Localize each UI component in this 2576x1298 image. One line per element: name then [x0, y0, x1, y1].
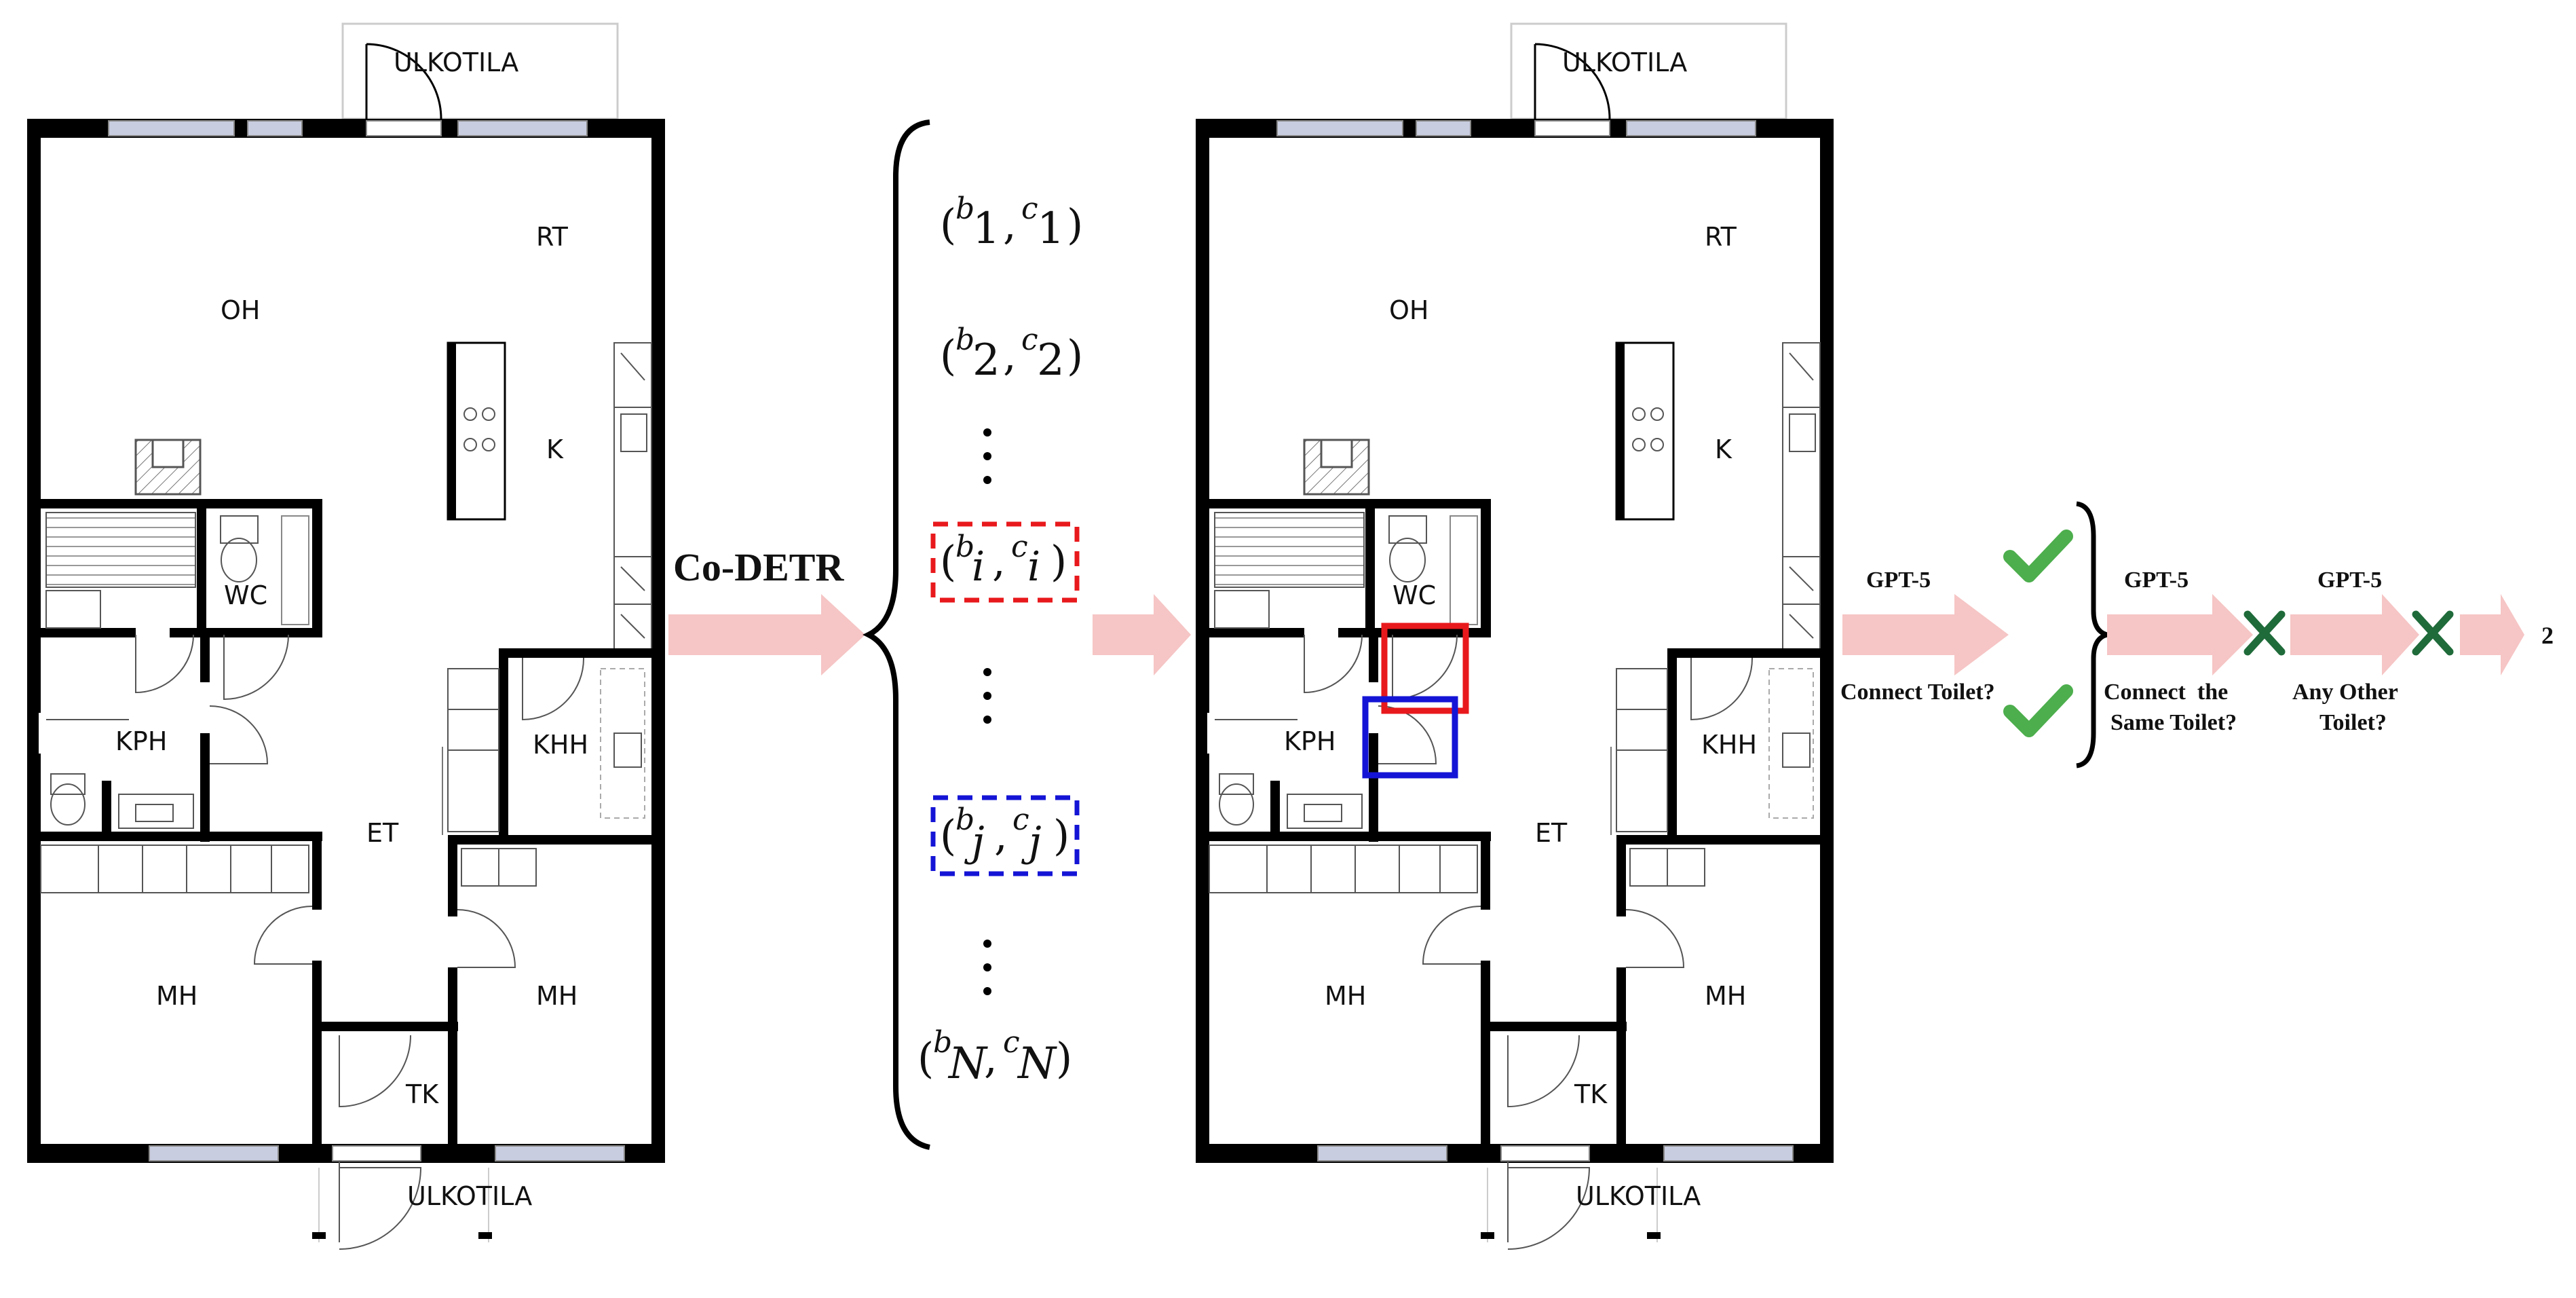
room-label-et: ET	[366, 818, 399, 848]
svg-text:,: ,	[1003, 331, 1017, 380]
room-label-mh-left: MH	[156, 981, 197, 1011]
room-label-outdoor-bottom-2: ULKOTILA	[1576, 1181, 1701, 1211]
svg-text:1: 1	[972, 204, 1000, 254]
room-label-khh-2: KHH	[1701, 730, 1757, 760]
svg-text:): )	[1056, 1033, 1072, 1083]
room-label-mh-left-2: MH	[1325, 981, 1366, 1011]
reasoning-step-3: GPT-5 Any Other Toilet?	[2290, 568, 2454, 735]
room-label-tk-2: TK	[1574, 1079, 1608, 1109]
svg-text:(: (	[940, 331, 956, 380]
room-label-outdoor-bottom: ULKOTILA	[407, 1181, 532, 1211]
cross-icon	[2243, 610, 2286, 656]
room-label-mh-right: MH	[536, 981, 577, 1011]
svg-text:(: (	[917, 1033, 934, 1083]
room-label-oh: OH	[221, 295, 260, 325]
svg-text:c: c	[1011, 530, 1028, 564]
svg-text:): )	[1067, 200, 1083, 249]
arrow-to-plan	[1093, 594, 1191, 675]
room-label-mh-right-2: MH	[1705, 981, 1746, 1011]
svg-text:,: ,	[992, 536, 1006, 586]
step1-model-label: GPT-5	[1866, 568, 1931, 593]
room-label-oh-2: OH	[1389, 295, 1428, 325]
svg-text:,: ,	[984, 1033, 998, 1083]
reasoning-step-1: GPT-5 Connect Toilet?	[1840, 501, 2108, 768]
cross-icon	[2412, 610, 2454, 656]
room-label-k-2: K	[1715, 434, 1732, 464]
svg-text:(: (	[940, 200, 956, 249]
step3-question-line1: Any Other	[2292, 680, 2398, 705]
svg-text:(: (	[940, 536, 956, 586]
detected-door-red-box	[1381, 623, 1469, 714]
room-label-kph: KPH	[115, 726, 167, 756]
room-label-outdoor-top-2: ULKOTILA	[1562, 48, 1687, 77]
svg-text:i: i	[1027, 543, 1040, 591]
room-label-rt-2: RT	[1705, 222, 1737, 252]
result: 2	[2460, 594, 2554, 675]
svg-text:(: (	[940, 811, 956, 860]
floorplan-detected: ULKOTILA RT OH K WC KPH KHH ET MH MH TK …	[1196, 24, 1834, 1249]
svg-text:b: b	[933, 1025, 952, 1060]
ellipsis-1	[983, 428, 991, 484]
svg-text:c: c	[1003, 1025, 1020, 1060]
detection-list: ( b 1 , c 1 ) ( b 2 , c 2 ) ( b i ,	[917, 191, 1083, 1089]
result-value: 2	[2541, 622, 2554, 649]
svg-text:): )	[1053, 811, 1069, 860]
svg-text:b: b	[955, 802, 974, 837]
small-brace	[2076, 501, 2108, 768]
detection-item-j: ( b j , c j )	[940, 802, 1069, 866]
step2-model-label: GPT-5	[2124, 568, 2189, 593]
step1-question: Connect Toilet?	[1840, 680, 1995, 705]
svg-text:b: b	[955, 191, 974, 226]
step3-model-label: GPT-5	[2317, 568, 2382, 593]
step2-question-line2: Same Toilet?	[2110, 710, 2237, 735]
reasoning-step-2: GPT-5 Connect the Same Toilet?	[2104, 568, 2286, 735]
detection-item-2: ( b 2 , c 2 )	[940, 322, 1083, 386]
detection-item-i: ( b i , c i )	[940, 530, 1067, 591]
floorplan-input: ULKOTILA RT OH K WC KPH KHH ET MH MH TK …	[27, 24, 665, 1249]
detection-highlight-blue	[930, 795, 1080, 876]
svg-text:2: 2	[972, 335, 1000, 386]
detection-highlight-red	[930, 521, 1080, 603]
svg-text:c: c	[1021, 191, 1038, 226]
svg-text:): )	[1067, 331, 1083, 380]
step3-arrow	[2290, 594, 2419, 675]
room-label-wc-2: WC	[1393, 580, 1436, 610]
svg-text:i: i	[972, 543, 985, 591]
room-label-wc: WC	[224, 580, 267, 610]
room-label-tk: TK	[405, 1079, 439, 1109]
svg-text:N: N	[1017, 1039, 1057, 1089]
room-label-khh: KHH	[533, 730, 588, 760]
codetr-label: Co-DETR	[673, 545, 844, 589]
svg-text:c: c	[1021, 322, 1038, 357]
detections-brace	[863, 119, 930, 1150]
ellipsis-2	[983, 668, 991, 724]
step3-question-line2: Toilet?	[2319, 710, 2387, 735]
svg-text:b: b	[955, 322, 974, 357]
step2-arrow	[2107, 594, 2253, 675]
room-label-et-2: ET	[1535, 818, 1568, 848]
svg-text:b: b	[955, 530, 974, 564]
detection-item-n: ( b N , c N )	[917, 1025, 1072, 1089]
codetr-arrow: Co-DETR	[668, 545, 865, 675]
svg-text:1: 1	[1037, 204, 1065, 254]
svg-text:): )	[1050, 536, 1067, 586]
final-arrow	[2460, 594, 2524, 675]
room-label-kph-2: KPH	[1284, 726, 1336, 756]
detected-door-blue-box	[1362, 696, 1458, 779]
detection-item-1: ( b 1 , c 1 )	[940, 191, 1083, 254]
svg-text:,: ,	[1003, 200, 1017, 249]
room-label-k: K	[546, 434, 564, 464]
check-icon	[2003, 530, 2073, 582]
ellipsis-3	[983, 940, 991, 995]
step1-arrow	[1842, 594, 2009, 675]
svg-text:c: c	[1012, 802, 1029, 837]
room-label-outdoor-top: ULKOTILA	[394, 48, 518, 77]
step2-question-line1: Connect the	[2104, 680, 2228, 705]
svg-text:2: 2	[1037, 335, 1065, 386]
check-icon	[2003, 684, 2073, 737]
svg-text:,: ,	[994, 811, 1008, 860]
room-label-rt: RT	[536, 222, 569, 252]
svg-text:N: N	[947, 1039, 988, 1089]
